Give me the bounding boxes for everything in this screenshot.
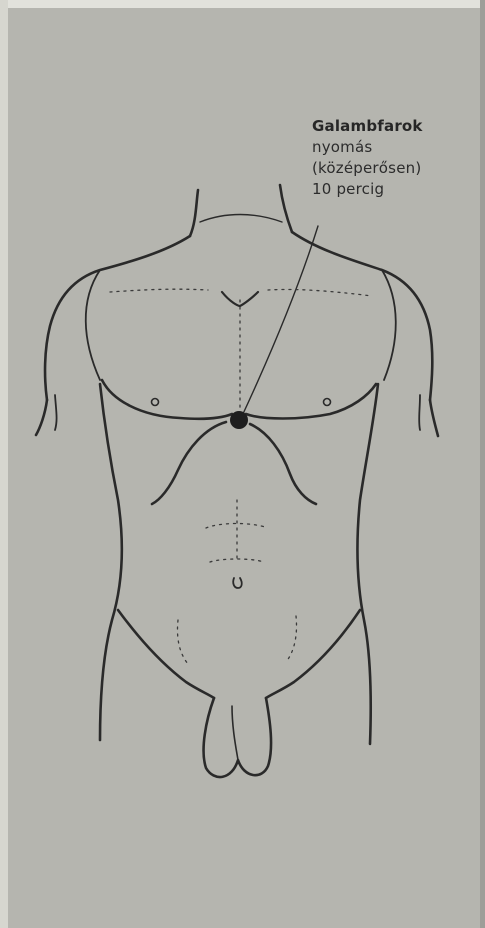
right-nipple — [324, 399, 331, 406]
ribcage-right — [250, 424, 316, 504]
ribcage-left — [152, 422, 226, 504]
left-arm-outer — [36, 400, 47, 435]
left-shoulder-line — [45, 236, 190, 400]
left-arm-inner — [55, 395, 57, 430]
right-arm-outer — [430, 400, 438, 436]
right-hip-dots — [286, 616, 297, 662]
navel — [233, 578, 242, 588]
right-arm-inner — [419, 395, 420, 430]
neck-left-line — [190, 190, 198, 236]
neck-collar — [200, 215, 282, 223]
suprasternal-notch — [222, 292, 258, 306]
callout-line-3: 10 percig — [312, 179, 423, 200]
pressure-point-marker — [230, 411, 248, 429]
left-deltoid — [86, 270, 100, 380]
left-nipple — [152, 399, 159, 406]
abs-transverse-2 — [210, 559, 264, 562]
right-groin-line — [266, 610, 360, 698]
genital-outline — [204, 698, 271, 777]
callout-title: Galambfarok — [312, 116, 423, 137]
left-hip-dots — [177, 620, 188, 664]
left-torso-side — [100, 384, 122, 740]
left-pectoral — [102, 380, 232, 419]
genital-split — [232, 706, 238, 760]
right-pectoral — [246, 384, 376, 419]
right-shoulder-line — [292, 232, 432, 400]
callout-pointer-line — [242, 226, 318, 416]
right-clavicle — [268, 289, 372, 296]
right-deltoid — [382, 270, 396, 380]
pressure-point-callout: Galambfarok nyomás (középerősen) 10 perc… — [312, 116, 423, 200]
right-torso-side — [357, 384, 378, 744]
neck-right-line — [280, 185, 292, 232]
callout-line-1: nyomás — [312, 137, 423, 158]
abs-transverse-1 — [206, 524, 268, 529]
left-groin-line — [118, 610, 214, 698]
callout-line-2: (középerősen) — [312, 158, 423, 179]
left-clavicle — [110, 289, 208, 292]
